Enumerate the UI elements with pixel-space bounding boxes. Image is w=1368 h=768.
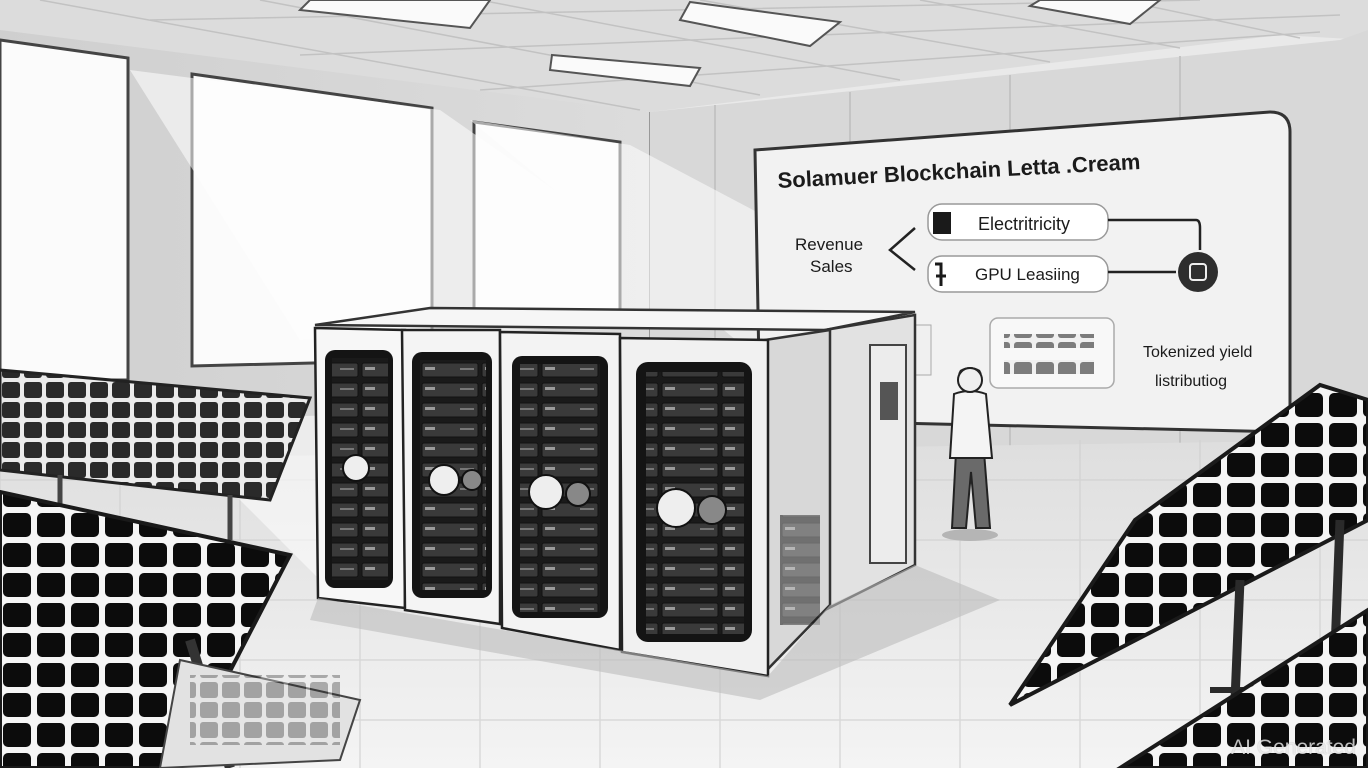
fan-icon (428, 464, 460, 496)
server-rack (400, 328, 502, 626)
fan-icon (656, 488, 696, 528)
token-icon (1189, 263, 1207, 281)
electricity-pill (927, 203, 1109, 241)
fan-icon (342, 454, 370, 482)
solar-panel-left-front (0, 489, 362, 768)
server-rack-group (310, 306, 1000, 700)
person (942, 367, 998, 541)
ceiling-light (548, 53, 702, 88)
ceiling-light (678, 0, 843, 48)
gpu-pill (927, 255, 1109, 293)
server-rack (313, 326, 407, 610)
gpu-icon (935, 262, 946, 286)
ai-generated-watermark: AI Generated (1231, 736, 1356, 759)
window (0, 38, 130, 382)
solar-panel-left-back (0, 368, 313, 540)
token-node (1178, 252, 1218, 292)
solar-panel-right (1008, 382, 1368, 768)
server-rack (618, 336, 770, 678)
fan-icon (528, 474, 564, 510)
ceiling-light (297, 0, 492, 30)
ceiling (0, 0, 1368, 112)
board-chip-card (989, 317, 1115, 389)
electricity-icon (933, 212, 951, 234)
server-rack (498, 330, 622, 652)
ceiling-light (1027, 0, 1162, 26)
